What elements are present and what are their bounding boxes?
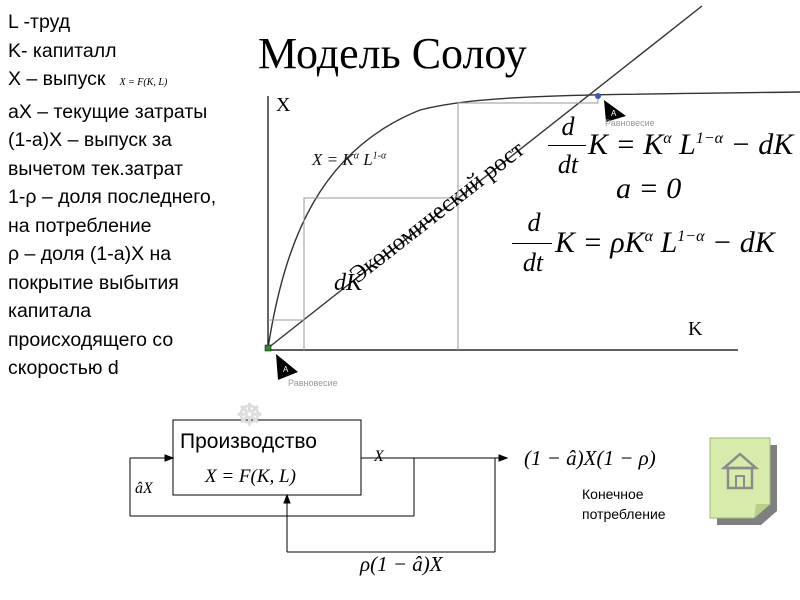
curve-formula-mid: L xyxy=(358,150,373,169)
eq3-L: L xyxy=(653,226,678,259)
output-right-label: (1 − â)X(1 − ρ) xyxy=(524,446,656,470)
eq3-fraction-bar xyxy=(512,243,552,244)
consumption-label-line: потребление xyxy=(582,506,666,522)
legend-line: K- капиталл xyxy=(8,39,117,62)
svg-text:A: A xyxy=(283,365,289,374)
eq3-dt: dt xyxy=(522,248,544,277)
eq3-tail: − dK xyxy=(704,226,775,259)
eq1-dt: dt xyxy=(557,150,579,179)
curve-formula-exp: 1-α xyxy=(372,150,387,162)
equilibrium-marker-bottom: A xyxy=(276,354,298,380)
eq1-tail: − dK xyxy=(723,128,794,161)
legend-line: скоростью d xyxy=(8,357,119,379)
legend-line: происходящего со xyxy=(8,328,174,351)
equation-1: K = Kα L1−α − dK xyxy=(588,128,793,162)
equilibrium-marker-top: A xyxy=(604,100,626,122)
legend-line: (1-a)X – выпуск за xyxy=(8,129,172,151)
eq3-d: d xyxy=(527,208,541,237)
feedback-bottom-label: ρ(1 − â)X xyxy=(360,552,443,576)
feedback-left-label: âX xyxy=(135,480,153,497)
decoration-glyph: ☸ xyxy=(236,399,263,432)
production-curve xyxy=(267,91,800,349)
convergence-steps xyxy=(268,96,599,350)
eq1-d: d xyxy=(561,112,575,141)
legend-line: вычетом тек.затрат xyxy=(8,157,184,180)
legend-line: X – выпуск X = F(K, L) xyxy=(8,65,278,98)
legend-line: покрытие выбытия xyxy=(8,271,179,294)
eq1-exp: 1−α xyxy=(695,130,724,147)
production-formula: X = F(K, L) xyxy=(205,466,296,487)
production-label: Производство xyxy=(180,430,317,453)
eq1-fraction-bar xyxy=(548,145,586,146)
legend-line-text: X – выпуск xyxy=(8,68,106,90)
legend-line: капитала xyxy=(8,300,92,322)
eq1-exp: α xyxy=(663,130,672,147)
svg-text:A: A xyxy=(611,109,617,118)
legend-line: ρ – доля (1-a)X на xyxy=(8,243,172,265)
origin-point xyxy=(264,344,272,352)
equilibrium-label-bottom: Равновесие xyxy=(288,378,338,388)
curve-formula: X = Kα L1-α xyxy=(312,150,386,170)
block-diagram xyxy=(129,419,509,553)
output-label: X xyxy=(374,448,384,465)
x-axis-label: K xyxy=(688,318,703,340)
consumption-label: Конечное потребление xyxy=(582,484,666,524)
eq1-body: K = K xyxy=(588,128,664,161)
eq3-body: K = ρK xyxy=(555,226,645,259)
legend-line: L -труд xyxy=(8,11,71,33)
growth-line-formula: dK xyxy=(334,270,363,296)
eq3-exp: 1−α xyxy=(677,228,705,245)
legend-line: 1-ρ – доля последнего, xyxy=(8,186,217,208)
legend-line: на потребление xyxy=(8,214,152,237)
curve-formula-base: X = K xyxy=(312,150,354,169)
equilibrium-label-top: Равновесие xyxy=(605,118,655,128)
equation-2: a = 0 xyxy=(616,172,682,205)
eq1-L: L xyxy=(671,128,696,161)
home-button[interactable] xyxy=(709,437,777,525)
home-icon xyxy=(709,437,777,525)
eq3-exp: α xyxy=(644,228,654,245)
page-title: Модель Солоу xyxy=(258,29,527,78)
equation-3: K = ρKα L1−α − dK xyxy=(555,226,775,260)
legend: L -труд K- капиталл X – выпуск X = F(K, L… xyxy=(8,8,278,383)
legend-formula: X = F(K, L) xyxy=(119,77,168,88)
legend-line: aX – текущие затраты xyxy=(8,100,208,123)
equilibrium-point xyxy=(595,93,601,99)
y-axis-label: X xyxy=(276,94,291,116)
growth-line xyxy=(267,5,703,349)
curve-formula-exp: α xyxy=(353,150,359,162)
consumption-label-line: Конечное xyxy=(582,486,644,502)
